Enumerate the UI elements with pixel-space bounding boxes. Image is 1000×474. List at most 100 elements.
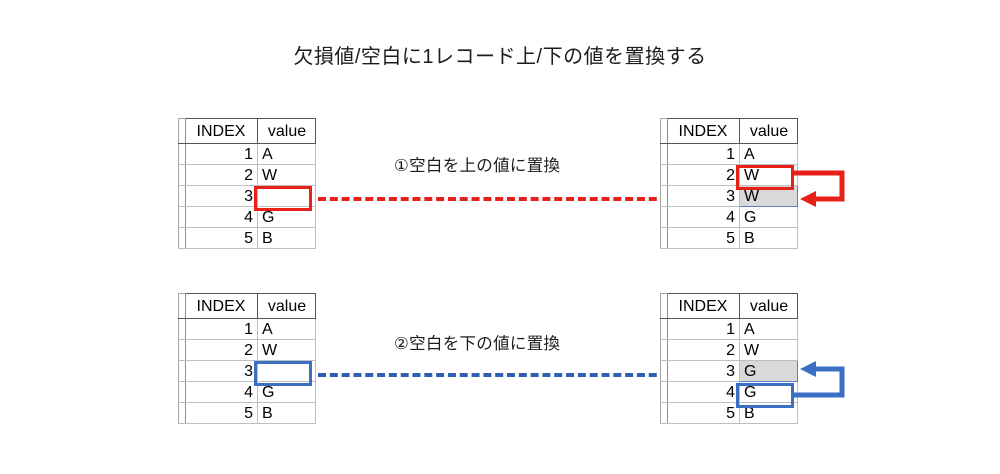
- step-caption-fill-down: ①空白を上の値に置換: [394, 157, 561, 175]
- table-row[interactable]: 2 W: [660, 164, 798, 186]
- table-row[interactable]: 4 G: [178, 381, 316, 403]
- cell-index[interactable]: 5: [185, 227, 258, 249]
- cell-value[interactable]: B: [739, 227, 798, 249]
- table-header-row: INDEX value: [178, 293, 316, 319]
- row-gutter-cell: [178, 381, 186, 403]
- cell-value-empty[interactable]: [257, 360, 316, 382]
- row-gutter-cell: [178, 318, 186, 340]
- column-header-index: INDEX: [185, 118, 258, 144]
- table-row[interactable]: 3 G: [660, 360, 798, 382]
- cell-index[interactable]: 5: [667, 227, 740, 249]
- table-row[interactable]: 3: [178, 360, 316, 382]
- cell-value[interactable]: A: [257, 318, 316, 340]
- cell-value[interactable]: W: [257, 339, 316, 361]
- row-gutter-cell: [178, 164, 186, 186]
- cell-index[interactable]: 4: [667, 381, 740, 403]
- row-gutter-cell: [178, 185, 186, 207]
- column-header-value: value: [739, 118, 798, 144]
- step-caption-fill-up: ②空白を下の値に置換: [394, 335, 561, 353]
- connector-arrow-line-bottom: [318, 373, 704, 377]
- table-row[interactable]: 1 A: [660, 143, 798, 165]
- table-row[interactable]: 5 B: [660, 402, 798, 424]
- table-row[interactable]: 2 W: [178, 339, 316, 361]
- cell-index[interactable]: 3: [667, 185, 740, 207]
- row-gutter-cell: [178, 227, 186, 249]
- cell-index[interactable]: 2: [185, 339, 258, 361]
- after-table-top[interactable]: INDEX value 1 A 2 W 3 W 4 G 5 B: [660, 118, 798, 249]
- cell-value-source[interactable]: W: [739, 164, 798, 186]
- row-gutter-cell: [660, 206, 668, 228]
- cell-value-filled[interactable]: W: [739, 185, 798, 207]
- before-table-top[interactable]: INDEX value 1 A 2 W 3 4 G 5 B: [178, 118, 316, 249]
- table-row[interactable]: 5 B: [660, 227, 798, 249]
- cell-index[interactable]: 4: [667, 206, 740, 228]
- cell-value-filled[interactable]: G: [739, 360, 798, 382]
- column-header-index: INDEX: [667, 293, 740, 319]
- row-gutter-cell: [178, 360, 186, 382]
- table-row[interactable]: 5 B: [178, 227, 316, 249]
- column-header-value: value: [739, 293, 798, 319]
- before-table-bottom[interactable]: INDEX value 1 A 2 W 3 4 G 5 B: [178, 293, 316, 424]
- row-gutter-cell: [178, 206, 186, 228]
- table-row[interactable]: 3: [178, 185, 316, 207]
- cell-value[interactable]: B: [739, 402, 798, 424]
- table-row[interactable]: 1 A: [660, 318, 798, 340]
- cell-value[interactable]: W: [739, 339, 798, 361]
- cell-index[interactable]: 1: [185, 318, 258, 340]
- table-row[interactable]: 4 G: [660, 206, 798, 228]
- row-gutter-cell: [660, 402, 668, 424]
- column-header-value: value: [257, 293, 316, 319]
- cell-index[interactable]: 5: [667, 402, 740, 424]
- cell-value[interactable]: B: [257, 227, 316, 249]
- cell-index[interactable]: 1: [667, 318, 740, 340]
- cell-index[interactable]: 3: [185, 360, 258, 382]
- cell-index[interactable]: 5: [185, 402, 258, 424]
- column-header-index: INDEX: [185, 293, 258, 319]
- cell-index[interactable]: 2: [185, 164, 258, 186]
- table-row[interactable]: 4 G: [660, 381, 798, 403]
- table-row[interactable]: 3 W: [660, 185, 798, 207]
- cell-value[interactable]: A: [739, 143, 798, 165]
- row-gutter-cell: [660, 164, 668, 186]
- cell-value[interactable]: G: [257, 381, 316, 403]
- table-row[interactable]: 1 A: [178, 143, 316, 165]
- cell-index[interactable]: 1: [185, 143, 258, 165]
- row-gutter-cell: [178, 402, 186, 424]
- row-gutter-cell: [178, 293, 186, 319]
- cell-index[interactable]: 1: [667, 143, 740, 165]
- table-header-row: INDEX value: [178, 118, 316, 144]
- row-gutter-cell: [660, 143, 668, 165]
- column-header-index: INDEX: [667, 118, 740, 144]
- table-header-row: INDEX value: [660, 118, 798, 144]
- column-header-value: value: [257, 118, 316, 144]
- cell-index[interactable]: 2: [667, 164, 740, 186]
- cell-value[interactable]: A: [257, 143, 316, 165]
- table-header-row: INDEX value: [660, 293, 798, 319]
- fill-down-hook-arrow: [792, 164, 858, 212]
- cell-value-empty[interactable]: [257, 185, 316, 207]
- cell-value[interactable]: G: [739, 206, 798, 228]
- table-row[interactable]: 2 W: [660, 339, 798, 361]
- cell-value-source[interactable]: G: [739, 381, 798, 403]
- row-gutter-cell: [660, 360, 668, 382]
- cell-value[interactable]: G: [257, 206, 316, 228]
- row-gutter-cell: [660, 318, 668, 340]
- row-gutter-cell: [660, 118, 668, 144]
- table-row[interactable]: 2 W: [178, 164, 316, 186]
- row-gutter-cell: [660, 381, 668, 403]
- cell-index[interactable]: 3: [185, 185, 258, 207]
- cell-index[interactable]: 4: [185, 381, 258, 403]
- cell-index[interactable]: 3: [667, 360, 740, 382]
- table-row[interactable]: 1 A: [178, 318, 316, 340]
- row-gutter-cell: [178, 118, 186, 144]
- page-title: 欠損値/空白に1レコード上/下の値を置換する: [293, 46, 707, 68]
- cell-value[interactable]: W: [257, 164, 316, 186]
- table-row[interactable]: 5 B: [178, 402, 316, 424]
- table-row[interactable]: 4 G: [178, 206, 316, 228]
- after-table-bottom[interactable]: INDEX value 1 A 2 W 3 G 4 G 5 B: [660, 293, 798, 424]
- cell-index[interactable]: 4: [185, 206, 258, 228]
- cell-value[interactable]: B: [257, 402, 316, 424]
- cell-index[interactable]: 2: [667, 339, 740, 361]
- cell-value[interactable]: A: [739, 318, 798, 340]
